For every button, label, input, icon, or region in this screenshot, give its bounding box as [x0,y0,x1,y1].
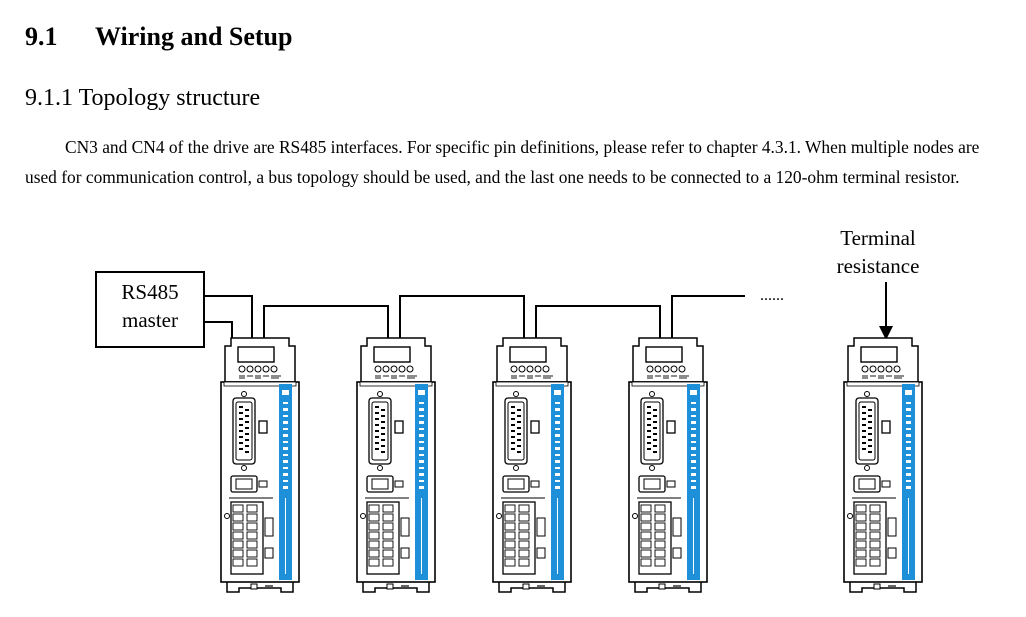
servo-drive-2 [356,337,436,593]
bus-ellipsis: ...... [760,287,784,304]
terminal-label-line2: resistance [837,254,920,278]
servo-drive-4 [628,337,708,593]
master-label-line1: RS485 [121,280,178,304]
terminal-arrow-head [879,326,893,340]
rs485-bus-wiring [204,295,745,338]
servo-drive-last [843,337,923,593]
subsection-heading: 9.1.1 Topology structure [25,85,261,111]
body-paragraph: CN3 and CN4 of the drive are RS485 inter… [25,132,1000,192]
section-heading: 9.1 Wiring and Setup [25,22,292,52]
servo-drive-1 [220,337,300,593]
servo-drive-3 [492,337,572,593]
section-title: Wiring and Setup [95,22,293,51]
master-label-line2: master [122,308,178,332]
paragraph-text: CN3 and CN4 of the drive are RS485 inter… [25,137,980,187]
rs485-master-box [95,271,205,348]
terminal-label-line1: Terminal [840,226,916,250]
topology-diagram: RS485 master Terminal resistance ...... [95,226,923,593]
section-number: 9.1 [25,22,58,51]
